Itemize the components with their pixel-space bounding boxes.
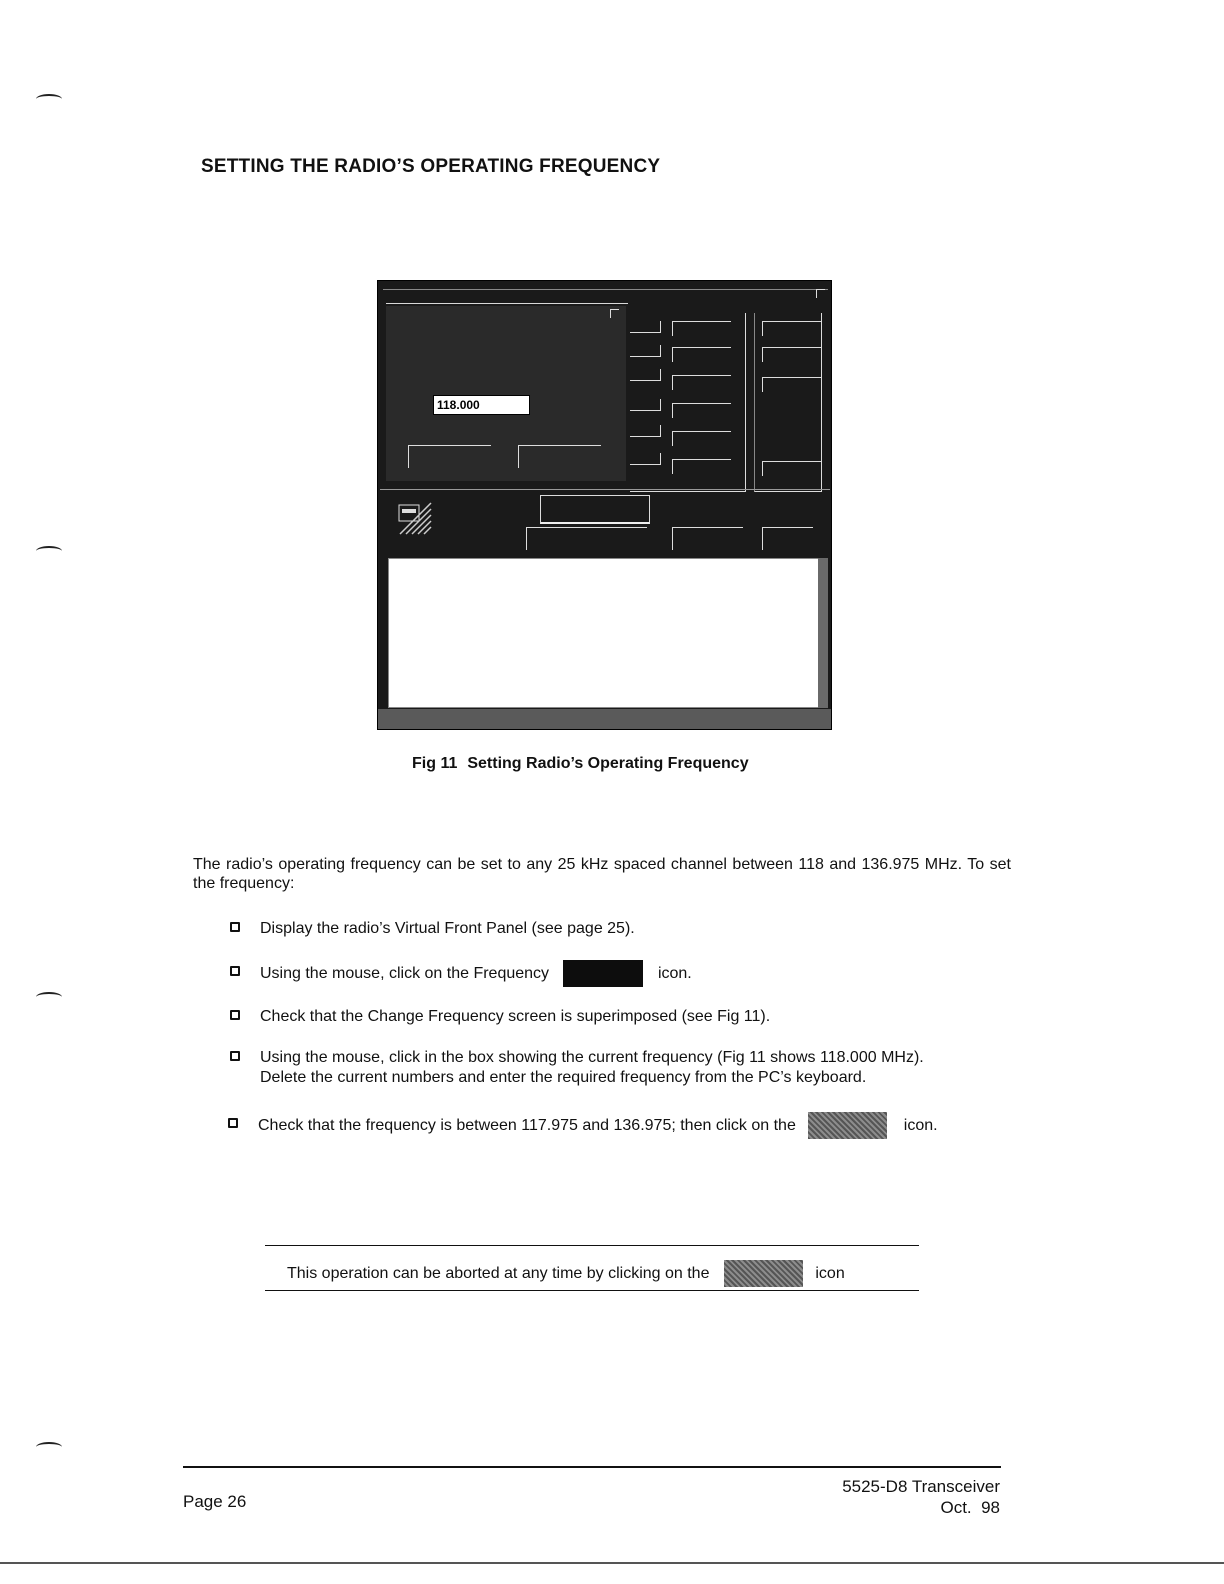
- footer-model: 5525-D8 Transceiver Oct. 98: [700, 1476, 1000, 1518]
- channel-group-left: [630, 313, 746, 492]
- window-corner: [816, 289, 825, 298]
- section-heading: SETTING THE RADIO’S OPERATING FREQUENCY: [201, 156, 661, 177]
- note-text: This operation can be aborted at any tim…: [287, 1265, 710, 1282]
- step-text: icon.: [657, 965, 692, 982]
- frame-line: [383, 289, 828, 290]
- margin-mark: [36, 94, 62, 104]
- margin-mark: [36, 992, 62, 1002]
- caption-title: Setting Radio’s Operating Frequency: [467, 755, 749, 772]
- caption-number: Fig 11: [412, 755, 458, 772]
- channel-group-right: [754, 313, 822, 492]
- list-item: Using the mouse, click in the box showin…: [230, 1048, 1020, 1092]
- channel-slot: [762, 347, 821, 362]
- channel-slot: [630, 345, 661, 357]
- channel-slot: [672, 321, 731, 336]
- frequency-input[interactable]: 118.000: [433, 395, 530, 415]
- note-text: icon: [815, 1265, 845, 1282]
- note: This operation can be aborted at any tim…: [287, 1260, 845, 1288]
- note-rule-top: [265, 1245, 919, 1246]
- list-item: Display the radio’s Virtual Front Panel …: [230, 919, 1020, 941]
- checkbox-bullet-icon: [230, 1010, 240, 1020]
- channel-slot: [762, 321, 821, 336]
- checkbox-bullet-icon: [230, 1051, 240, 1061]
- checkbox-bullet-icon: [230, 922, 240, 932]
- step-text: Check that the Change Frequency screen i…: [260, 1008, 771, 1025]
- frequency-icon[interactable]: [563, 960, 644, 988]
- list-item: Using the mouse, click on the Frequency …: [230, 960, 1020, 990]
- channel-slot: [672, 403, 731, 418]
- channel-slot: [672, 459, 731, 474]
- channel-slot: [672, 347, 731, 362]
- step-text: Using the mouse, click in the box showin…: [260, 1049, 924, 1066]
- channel-slot: [672, 431, 731, 446]
- option-box: [526, 527, 647, 550]
- channel-slot: [630, 425, 661, 437]
- edit-icon[interactable]: [398, 501, 432, 535]
- step-text: Display the radio’s Virtual Front Panel …: [260, 920, 635, 937]
- checkbox-bullet-icon: [230, 966, 240, 976]
- scrollbar[interactable]: [818, 558, 828, 708]
- window-corner: [610, 309, 619, 318]
- ok-icon[interactable]: [808, 1112, 888, 1140]
- step-text: Using the mouse, click on the Frequency: [260, 965, 550, 982]
- option-box: [518, 445, 601, 468]
- option-box: [408, 445, 491, 468]
- channel-slot: [630, 399, 661, 411]
- channel-slot: [630, 369, 661, 381]
- intro-paragraph: The radio’s operating frequency can be s…: [193, 856, 1011, 892]
- model-name: 5525-D8 Transceiver: [842, 1477, 1000, 1496]
- channel-slot: [762, 461, 821, 476]
- channel-slot: [630, 453, 661, 465]
- frame-line: [386, 303, 628, 304]
- step-text: icon.: [903, 1117, 938, 1134]
- list-item: Check that the Change Frequency screen i…: [230, 1007, 1020, 1029]
- ok-button[interactable]: [540, 495, 650, 524]
- channel-slot: [630, 321, 661, 333]
- channel-slot: [672, 375, 731, 390]
- margin-mark: [36, 546, 62, 556]
- channel-slot: [762, 377, 821, 392]
- option-box: [762, 527, 813, 550]
- step-text: Check that the frequency is between 117.…: [258, 1117, 796, 1134]
- cancel-icon[interactable]: [723, 1260, 803, 1288]
- option-box: [672, 527, 743, 550]
- note-rule-bottom: [265, 1290, 919, 1291]
- bottom-edge-line: [0, 1562, 1224, 1564]
- step-text: Delete the current numbers and enter the…: [260, 1069, 867, 1086]
- status-bar: [378, 709, 831, 729]
- change-frequency-screenshot: 118.000: [377, 280, 832, 730]
- margin-mark: [36, 1442, 62, 1452]
- checkbox-bullet-icon: [228, 1118, 238, 1128]
- figure-caption: Fig 11 Setting Radio’s Operating Frequenc…: [412, 755, 749, 773]
- list-item: Check that the frequency is between 117.…: [228, 1112, 1018, 1142]
- frame-line: [380, 489, 830, 490]
- revision-date: Oct. 98: [940, 1498, 1000, 1517]
- page-number: Page 26: [183, 1492, 247, 1511]
- display-area: [388, 558, 820, 708]
- footer-rule: [183, 1466, 1001, 1468]
